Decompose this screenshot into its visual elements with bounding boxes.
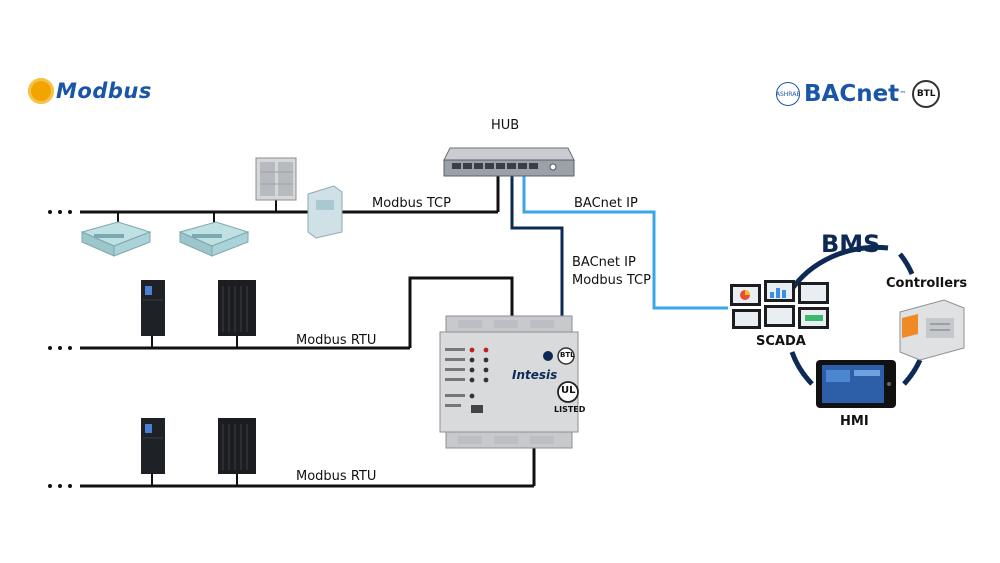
modbus-logo: Modbus	[28, 78, 152, 104]
ul-mark-label: UL	[561, 385, 576, 396]
modbus-tcp-label-mid: Modbus TCP	[572, 273, 651, 288]
bacnet-ip-label-top: BACnet IP	[574, 196, 638, 211]
bacnet-ip-link	[522, 176, 728, 310]
hmi-tablet-icon	[816, 360, 896, 408]
intesis-gateway-device	[439, 315, 579, 449]
modbus-gear-icon	[28, 78, 54, 104]
modbus-rtu-label-2: Modbus RTU	[296, 469, 377, 484]
bacnet-modbus-tcp-link	[510, 176, 564, 316]
ul-listed-label: LISTED	[554, 405, 586, 414]
hub-label: HUB	[491, 118, 520, 133]
hmi-label: HMI	[840, 414, 869, 429]
controllers-icon	[899, 299, 965, 361]
ups-icon-2	[141, 418, 165, 474]
modbus-tcp-label: Modbus TCP	[372, 196, 451, 211]
modbus-rtu-label-1: Modbus RTU	[296, 333, 377, 348]
intesis-brand-label: Intesis	[512, 368, 558, 382]
ducted-unit-icon-2	[178, 221, 250, 257]
bms-ring	[787, 244, 923, 386]
scada-monitors-icon	[730, 280, 829, 329]
bms-label: BMS	[821, 230, 881, 258]
modbus-rtu-bus-2	[48, 448, 536, 488]
wall-panel-icon	[307, 185, 343, 239]
btl-logo-icon: BTL	[912, 80, 941, 108]
modbus-logo-text: Modbus	[56, 79, 152, 103]
server-rack-icon-1	[218, 280, 256, 336]
scada-label: SCADA	[756, 334, 806, 349]
outdoor-unit-icon	[255, 157, 297, 201]
ups-icon-1	[141, 280, 165, 336]
btl-device-label: BTL	[560, 351, 575, 359]
server-rack-icon-2	[218, 418, 256, 474]
bacnet-logo-text: BACnet	[804, 81, 900, 107]
controllers-label: Controllers	[886, 276, 968, 291]
bacnet-ip-label-mid: BACnet IP	[572, 255, 636, 270]
modbus-rtu-bus-1	[48, 276, 514, 350]
hub-device	[443, 147, 575, 177]
ashrae-icon: ASHRAE	[776, 82, 800, 106]
ducted-unit-icon-1	[80, 221, 152, 257]
